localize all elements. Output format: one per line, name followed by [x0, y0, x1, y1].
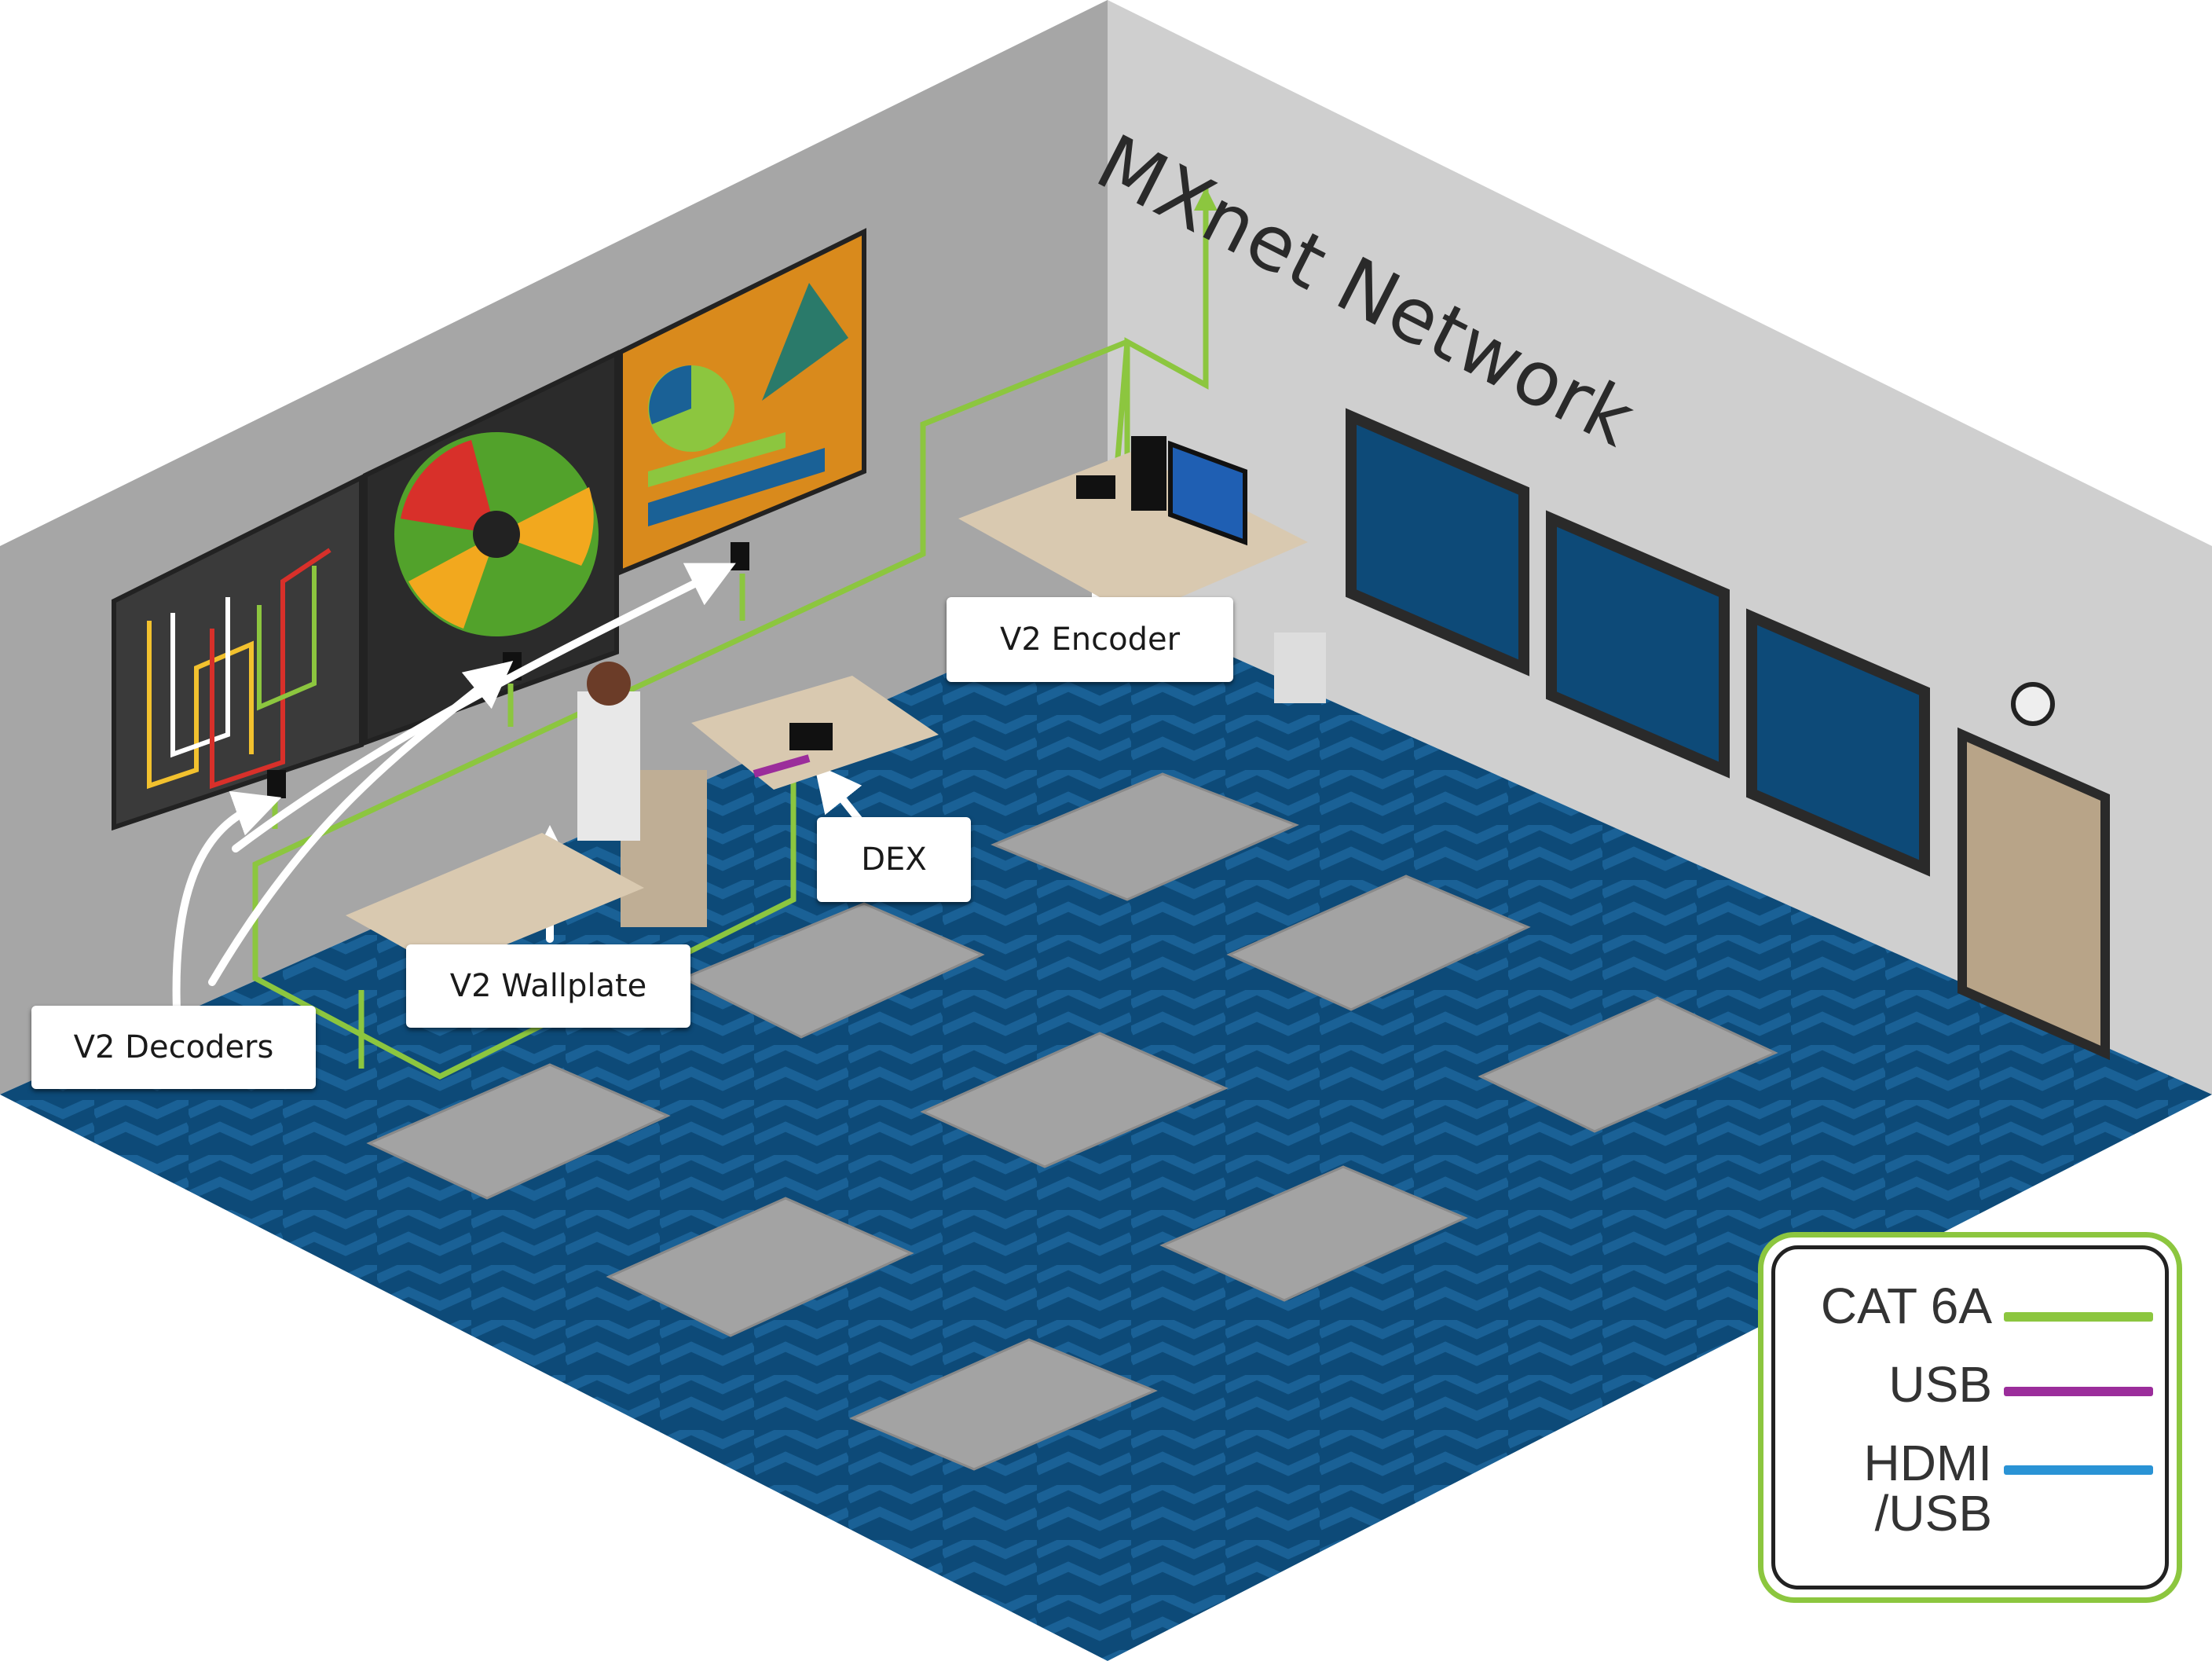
right-wall: [1108, 0, 2212, 1094]
decoder-box-3: [731, 542, 749, 570]
legend-label-2: HDMI /USB: [1863, 1435, 1992, 1542]
clock-icon: [2011, 682, 2055, 726]
callout-v2-wallplate: V2 Wallplate: [406, 944, 690, 1028]
legend-inner-border: [1771, 1245, 2169, 1590]
video-wall: [112, 228, 866, 831]
callout-dex: DEX: [817, 817, 971, 902]
cable-legend: CAT 6A USB HDMI /USB: [1758, 1232, 2182, 1603]
windows: [1346, 408, 1930, 877]
encoder-desk: [958, 436, 1326, 703]
student-desks: [366, 772, 1778, 1471]
legend-label-1: USB: [1888, 1356, 1992, 1413]
legend-line-2: [2004, 1465, 2153, 1475]
door: [1957, 727, 2110, 1061]
legend-line-0: [2004, 1312, 2153, 1322]
callout-v2-decoders: V2 Decoders: [31, 1006, 316, 1089]
lectern-area: [346, 662, 939, 970]
callout-v2-encoder: V2 Encoder: [947, 597, 1233, 682]
decoder-box-1: [267, 770, 286, 798]
legend-line-1: [2004, 1387, 2153, 1396]
network-arrow-head: [1194, 187, 1218, 211]
legend-label-0: CAT 6A: [1820, 1278, 1992, 1334]
